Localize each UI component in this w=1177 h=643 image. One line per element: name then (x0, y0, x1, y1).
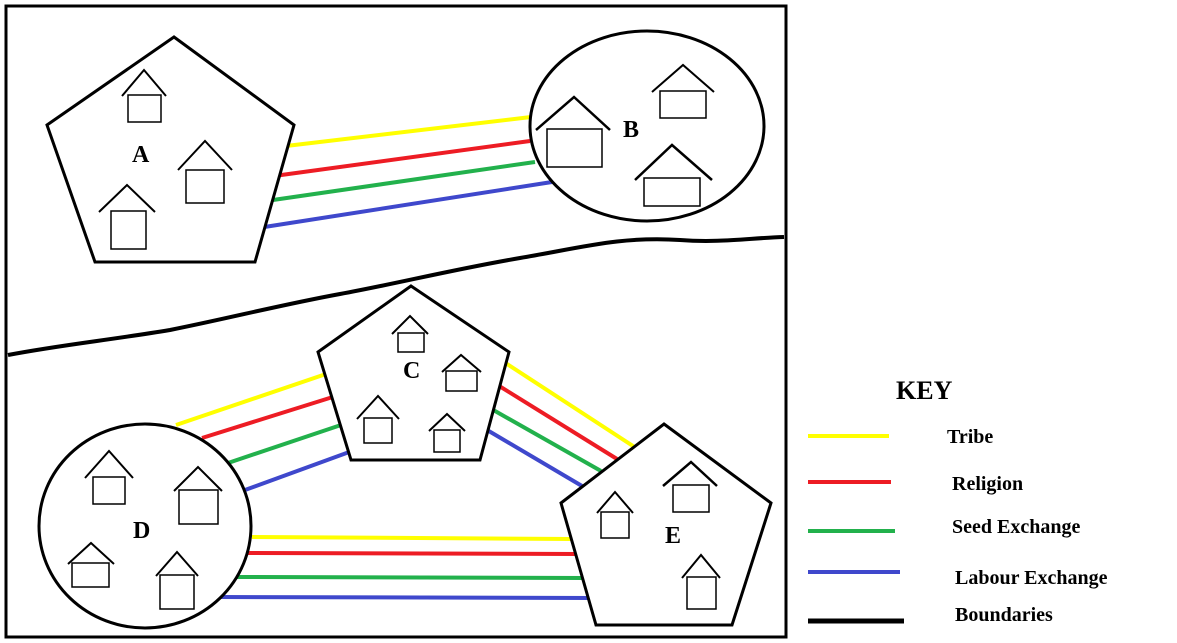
settlement-e-label: E (665, 523, 681, 549)
link-religion (494, 382, 619, 461)
house-icon (155, 550, 199, 610)
legend-item-tribe: Tribe (808, 426, 993, 448)
settlement-c: C (316, 284, 511, 462)
link-labour (257, 180, 553, 230)
legend-item-labour-exchange: Labour Exchange (808, 567, 1108, 589)
legend-item-boundaries: Boundaries (808, 604, 1053, 626)
settlement-d-label: D (133, 518, 150, 544)
link-labour (244, 449, 353, 492)
house-icon (662, 460, 718, 513)
legend-label: Labour Exchange (955, 567, 1108, 589)
house-icon (634, 143, 713, 207)
settlement-a-boundary (45, 35, 296, 264)
link-seed (235, 575, 585, 580)
boundary-line (7, 235, 785, 357)
link-religion (244, 551, 579, 556)
legend: KEY Tribe Religion Seed Exchange Labour … (808, 376, 1108, 626)
house-icon (121, 68, 167, 123)
legend-item-seed-exchange: Seed Exchange (808, 516, 1080, 538)
settlement-a: A (45, 35, 296, 264)
legend-item-religion: Religion (808, 473, 1023, 495)
link-religion (201, 394, 337, 440)
link-tribe (175, 372, 327, 427)
settlement-c-boundary (316, 284, 511, 462)
legend-label: Boundaries (955, 604, 1053, 626)
settlement-a-label: A (132, 142, 150, 168)
link-seed (487, 405, 602, 473)
settlement-e: E (559, 422, 773, 627)
link-seed (227, 423, 342, 465)
links-a-b (257, 115, 553, 230)
house-icon (173, 465, 223, 525)
house-icon (67, 541, 115, 588)
legend-title: KEY (896, 376, 953, 405)
house-icon (428, 412, 466, 453)
legend-label: Seed Exchange (952, 516, 1080, 538)
link-tribe (502, 360, 638, 450)
link-tribe (285, 115, 532, 148)
house-icon (98, 183, 156, 250)
legend-label: Religion (952, 473, 1023, 495)
settlement-d: D (37, 422, 253, 630)
legend-label: Tribe (947, 426, 993, 448)
link-seed (265, 160, 536, 203)
link-tribe (251, 535, 574, 541)
house-icon (651, 63, 715, 119)
house-icon (391, 314, 429, 353)
link-labour (217, 595, 594, 600)
map-frame (4, 4, 788, 639)
links-d-c (175, 372, 353, 492)
settlement-b: B (528, 29, 766, 223)
link-labour (480, 425, 584, 488)
house-icon (84, 449, 134, 505)
settlement-c-label: C (403, 358, 420, 384)
link-religion (273, 139, 531, 178)
house-icon (177, 139, 233, 204)
settlement-b-label: B (623, 117, 639, 143)
house-icon (681, 553, 721, 610)
house-icon (596, 490, 634, 539)
house-icon (535, 95, 611, 168)
links-c-e (480, 360, 638, 488)
house-icon (441, 353, 482, 392)
links-d-e (217, 535, 594, 600)
house-icon (356, 394, 400, 444)
